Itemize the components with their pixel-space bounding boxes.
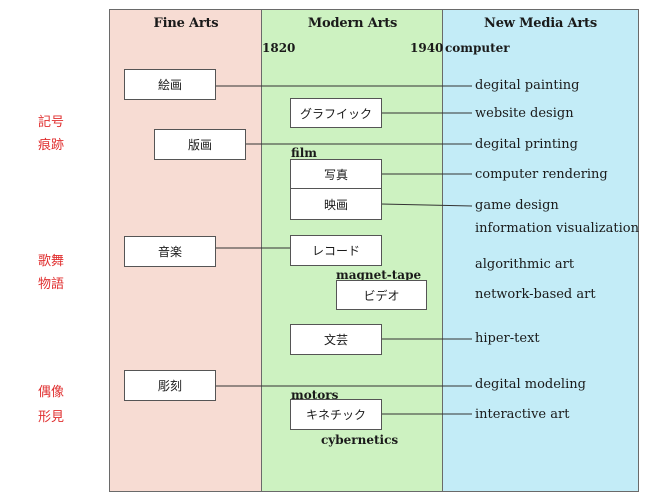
- box-painting: 絵画: [124, 69, 216, 100]
- box-music: 音楽: [124, 236, 216, 267]
- box-literature: 文芸: [290, 324, 382, 355]
- side-label-keepsake: 形見: [38, 410, 65, 425]
- box-kinetic: キネチック: [290, 399, 382, 430]
- box-video: ビデオ: [336, 280, 427, 310]
- box-record: レコード: [290, 235, 382, 266]
- modern-arts-header: Modern Arts: [307, 16, 398, 31]
- media-item-website-design: website design: [475, 106, 574, 121]
- media-item-algorithmic-art: algorithmic art: [475, 257, 575, 272]
- tech-label-magnet-tape: magnet-tape: [336, 268, 422, 282]
- media-item-game-design: game design: [475, 198, 559, 213]
- tech-label-cybernetics: cybernetics: [321, 433, 399, 447]
- media-item-digital-painting: degital painting: [475, 78, 580, 93]
- new-media-arts-header: New Media Arts: [484, 16, 597, 31]
- timeline-start: 1820: [262, 41, 296, 55]
- tech-label-film: film: [291, 146, 317, 160]
- box-graphic: グラフイック: [290, 98, 382, 128]
- timeline-end: 1940: [410, 41, 444, 55]
- media-item-digital-modeling: degital modeling: [475, 377, 586, 392]
- box-photography: 写真: [290, 159, 382, 189]
- fine-arts-header: Fine Arts: [153, 16, 219, 31]
- media-item-digital-printing: degital printing: [475, 137, 578, 152]
- side-label-dance: 歌舞: [38, 254, 65, 269]
- timeline-computer: computer: [445, 41, 510, 55]
- media-item-computer-rendering: computer rendering: [475, 167, 608, 182]
- side-label-sign: 記号: [38, 115, 65, 130]
- new-media-arts-column: New Media Arts: [442, 9, 639, 492]
- connector-film: [380, 203, 473, 207]
- side-label-trace: 痕跡: [38, 138, 65, 153]
- media-item-interactive-art: interactive art: [475, 407, 570, 422]
- box-sculpture: 彫刻: [124, 370, 216, 401]
- side-label-story: 物語: [38, 277, 65, 292]
- side-label-idol: 偶像: [38, 385, 65, 400]
- media-item-network-based-art: network-based art: [475, 287, 596, 302]
- box-printmaking: 版画: [154, 129, 246, 160]
- media-item-hypertext: hiper-text: [475, 331, 540, 346]
- media-item-information-visualization: information visualization: [475, 221, 639, 236]
- tech-label-motors: motors: [291, 388, 339, 402]
- box-film: 映画: [290, 188, 382, 220]
